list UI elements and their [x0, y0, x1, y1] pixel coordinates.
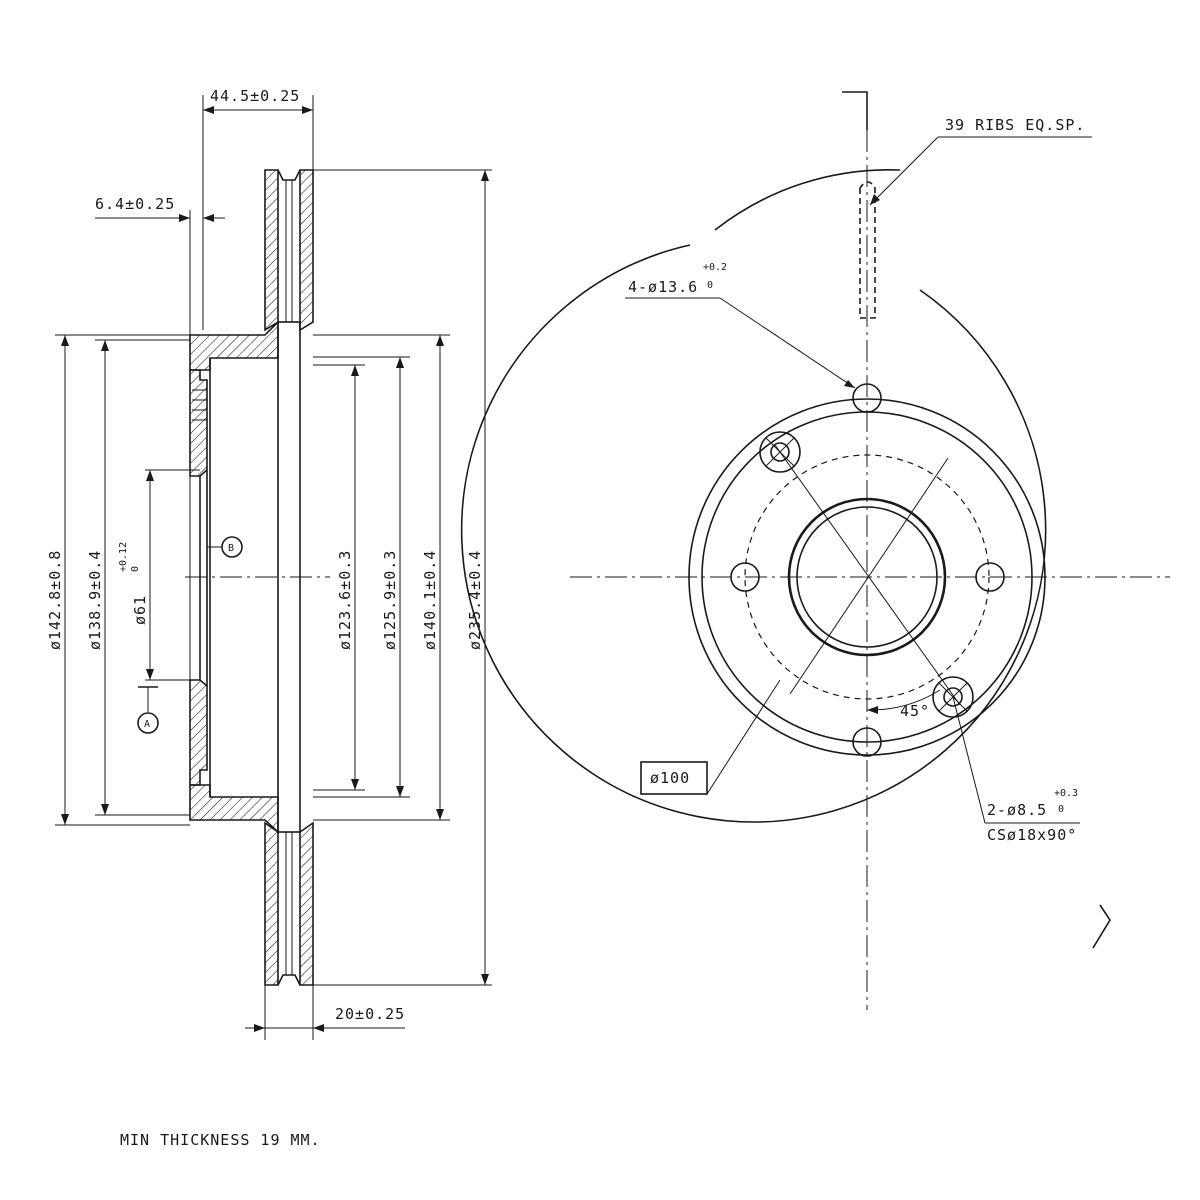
dim-rotor-thickness-label: 20±0.25 [335, 1005, 405, 1023]
bolt-hole-right [975, 562, 1005, 592]
dim-dia-140-label: ø140.1±0.4 [421, 550, 439, 650]
dim-dia-140: ø140.1±0.4 [313, 334, 450, 821]
dim-total-width-label: 44.5±0.25 [210, 87, 300, 105]
leader-small-holes: 2-ø8.5 +0.3 0 CSø18x90° [952, 696, 1080, 844]
ribs-label: 39 RIBS EQ.SP. [945, 116, 1085, 134]
bolt-hole-bottom [852, 727, 882, 757]
angle-label: 45° [900, 702, 930, 720]
center-bore-inner [796, 506, 938, 648]
marker-a: A [137, 686, 159, 734]
dim-dia-61-tol-lower: 0 [130, 566, 141, 572]
pcd-circle [744, 454, 990, 700]
hat-face-lower [189, 679, 208, 786]
dim-dia-142-label: ø142.8±0.8 [46, 550, 64, 650]
dim-hat-thickness: 6.4±0.25 [95, 195, 225, 335]
hub-outer-edge [688, 398, 1046, 756]
section-mark-bottom [1092, 904, 1111, 949]
upper-inner-wall [299, 169, 314, 332]
bolt-tol-lower: 0 [707, 280, 713, 291]
lower-outer-wall [264, 821, 279, 986]
side-section-view: 44.5±0.25 6.4±0.25 20±0.25 ø1 [46, 87, 492, 1040]
small-tol-upper: +0.3 [1054, 788, 1078, 799]
vent-notch-bottom [277, 974, 301, 986]
marker-a-label: A [144, 719, 150, 730]
front-view: 45° 39 RIBS EQ.SP. 4-ø13.6 +0.2 0 ø100 [460, 91, 1170, 1010]
diag-line-2 [789, 457, 949, 695]
bolt-holes-label: 4-ø13.6 [628, 278, 698, 296]
dim-dia-125-label: ø125.9±0.3 [381, 550, 399, 650]
dim-dia-61-label: ø61 [131, 595, 149, 625]
dim-dia-61-tol-upper: +0.12 [118, 542, 129, 572]
dim-total-width: 44.5±0.25 [202, 87, 314, 330]
diag-line-1 [774, 444, 961, 706]
dim-dia-138: ø138.9±0.4 [86, 339, 190, 816]
dim-dia-123-label: ø123.6±0.3 [336, 550, 354, 650]
section-mark-top [842, 91, 868, 130]
dim-hat-thickness-label: 6.4±0.25 [95, 195, 175, 213]
pcd-box [640, 761, 708, 795]
bolt-tol-upper: +0.2 [703, 262, 727, 273]
dim-dia-138-label: ø138.9±0.4 [86, 550, 104, 650]
marker-b-label: B [228, 543, 234, 554]
marker-b: B [207, 536, 243, 558]
dim-dia-235-label: ø235.4±0.4 [466, 550, 484, 650]
dim-dia-61: ø61 +0.12 0 [118, 469, 200, 681]
dim-dia-125: ø125.9±0.3 [313, 356, 410, 798]
outer-disc-edge-upper [714, 169, 901, 231]
dim-rotor-thickness: 20±0.25 [245, 985, 405, 1040]
hat-face-upper [189, 369, 208, 477]
vent-notch-top [277, 169, 301, 181]
dim-dia-142: ø142.8±0.8 [46, 334, 190, 826]
center-bore-outer [787, 497, 947, 657]
countersink-label: CSø18x90° [987, 826, 1077, 844]
rib-slot [859, 181, 876, 319]
dim-dia-235: ø235.4±0.4 [313, 169, 492, 986]
dim-dia-123: ø123.6±0.3 [313, 364, 365, 791]
small-tol-lower: 0 [1058, 804, 1064, 815]
small-holes-label: 2-ø8.5 [987, 801, 1047, 819]
leader-bolt-holes: 4-ø13.6 +0.2 0 [625, 262, 856, 389]
outer-disc-edge [460, 244, 1047, 823]
upper-outer-wall [264, 169, 279, 332]
leader-pcd: ø100 [640, 679, 781, 795]
leader-ribs: 39 RIBS EQ.SP. [869, 116, 1092, 206]
bolt-hole-top [852, 383, 882, 413]
pcd-label: ø100 [650, 769, 690, 787]
lower-inner-wall [299, 821, 314, 986]
bolt-hole-left [730, 562, 760, 592]
min-thickness-note: MIN THICKNESS 19 MM. [120, 1131, 321, 1149]
